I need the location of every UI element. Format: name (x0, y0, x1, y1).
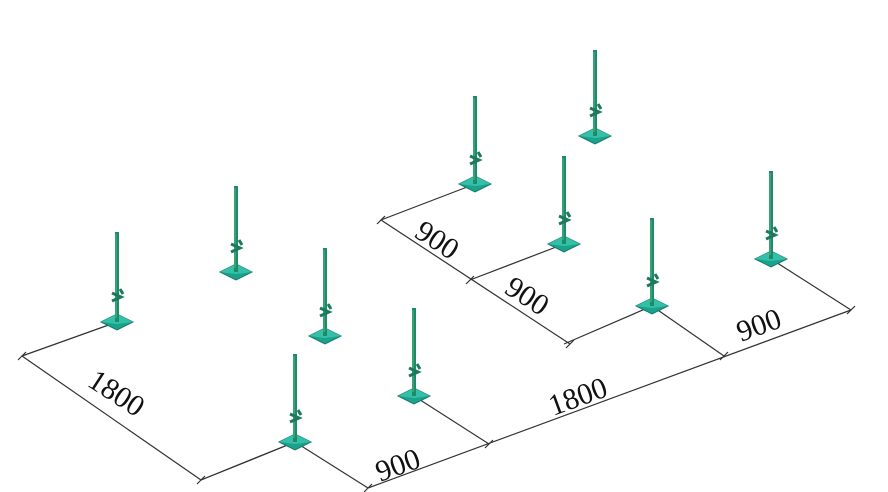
dimension-label-upper-depth-b: 900 (499, 270, 555, 322)
dimension-label-left-depth: 1800 (82, 363, 150, 423)
dimension-line (469, 243, 565, 281)
dimension-labels: 1800 900 1800 900 900 900 (82, 214, 785, 488)
adjusting-nut (111, 288, 125, 303)
dimension-tick (484, 439, 494, 449)
dimension-line (563, 305, 653, 345)
scaffold-post (218, 186, 254, 281)
dimension-label-front-span-c: 900 (732, 302, 786, 348)
dimension-lines (17, 183, 856, 492)
adjusting-nut (765, 226, 779, 241)
adjusting-nut (589, 103, 603, 118)
dimension-line (651, 305, 725, 357)
dimension-line (367, 309, 852, 489)
dimension-line (380, 183, 476, 221)
dimension-line (380, 219, 571, 345)
dimension-label-front-span-a: 900 (371, 442, 425, 488)
dimension-line (21, 321, 118, 357)
dimension-tick (17, 351, 27, 361)
scaffold-post (307, 248, 343, 345)
scaffold-post (457, 96, 493, 193)
adjusting-nut (319, 303, 333, 318)
dimension-tick (376, 215, 386, 225)
scaffold-post (99, 232, 135, 331)
adjusting-nut (230, 239, 244, 254)
dimension-tick (846, 305, 856, 315)
dimension-tick (719, 351, 729, 361)
dimension-tick (565, 339, 575, 349)
scaffold-post (546, 156, 582, 253)
dimension-tick (465, 275, 475, 285)
dimension-tick (363, 483, 373, 492)
adjusting-nut (558, 211, 572, 226)
dimension-line (200, 441, 296, 481)
scaffold-post (753, 171, 789, 268)
dimension-line (413, 395, 490, 445)
dimension-label-front-span-b: 1800 (544, 371, 612, 423)
adjusting-nut (469, 151, 483, 166)
dimension-tick (196, 475, 206, 485)
scaffold-posts (99, 50, 789, 451)
dimension-line (770, 258, 852, 311)
scaffold-post (396, 308, 432, 405)
dimension-label-upper-depth-a: 900 (409, 214, 465, 266)
dimension-line (21, 355, 202, 481)
scaffold-post (277, 354, 313, 451)
adjusting-nut (289, 409, 303, 424)
adjusting-nut (646, 273, 660, 288)
scaffold-post (634, 218, 670, 315)
adjusting-nut (408, 363, 422, 378)
dimension-line (294, 441, 369, 489)
scaffold-post (577, 50, 613, 145)
